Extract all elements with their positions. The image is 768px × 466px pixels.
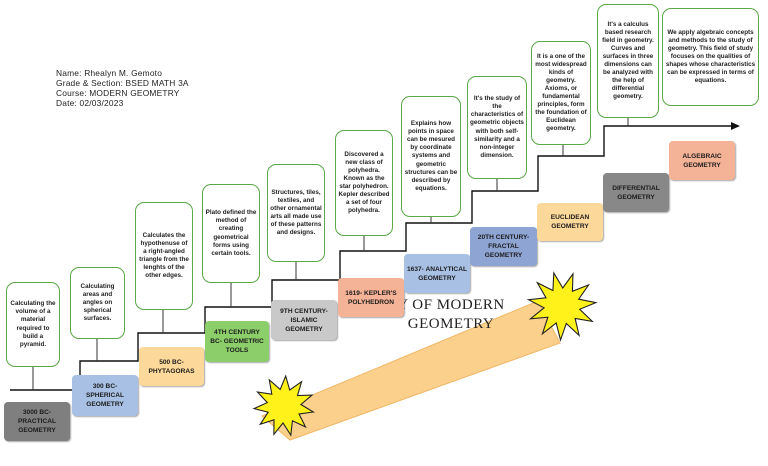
- banner-title: Y OF MODERN GEOMETRY: [366, 296, 536, 334]
- description-text: It's the study of the characteristics of…: [470, 95, 524, 159]
- date-text: Date: 02/03/2023: [56, 98, 124, 108]
- staircase-line: [10, 125, 732, 391]
- era-label: 20TH CENTURY- FRACTAL GEOMETRY: [477, 234, 530, 259]
- description-box-300bc: Calculating areas and angles on spherica…: [70, 267, 125, 339]
- era-label: ALGEBRAIC GEOMETRY: [682, 152, 722, 169]
- description-box-differential: It's a calculus based research field in …: [597, 4, 659, 118]
- connector-lines: [32, 118, 629, 390]
- starburst-shape: [252, 374, 316, 437]
- era-box-1637: 1637- ANALYTICAL GEOMETRY: [404, 254, 470, 293]
- description-box-500bc: Calculates the hypothenuse of a right-an…: [135, 202, 193, 310]
- era-label: 500 BC- PHYTAGORAS: [148, 358, 195, 375]
- description-box-4th-century: Plato defined the method of creating geo…: [202, 184, 260, 283]
- banner-title-line1: Y OF MODERN: [397, 297, 505, 313]
- era-label: 4TH CENTURY BC- GEOMETRIC TOOLS: [210, 329, 264, 354]
- era-box-300bc: 300 BC- SPHERICAL GEOMETRY: [72, 375, 138, 416]
- era-label: 1619- KEPLER'S POLYHEDRON: [345, 289, 397, 306]
- description-text: We apply algebraic concepts and methods …: [665, 28, 756, 85]
- description-text: Calculates the hypothenuse of a right-an…: [139, 231, 189, 280]
- description-text: Calculating the volume of a material req…: [10, 300, 56, 348]
- description-text: It is a one of the most widespread kinds…: [535, 52, 587, 133]
- description-box-1637: Explains how points in space can be mesu…: [401, 96, 461, 217]
- description-box-3000bc: Calculating the volume of a material req…: [6, 282, 60, 367]
- description-text: Plato defined the method of creating geo…: [205, 209, 257, 257]
- description-text: Structures, tiles, textiles, and other o…: [270, 188, 322, 237]
- era-box-4th-century: 4TH CENTURY BC- GEOMETRIC TOOLS: [205, 321, 269, 362]
- starburst-right: [526, 271, 598, 342]
- starburst-left: [252, 374, 316, 437]
- course-name: Course: MODERN GEOMETRY: [56, 88, 180, 98]
- era-box-1619: 1619- KEPLER'S POLYHEDRON: [338, 278, 404, 317]
- era-label: DIFFERENTIAL GEOMETRY: [612, 184, 660, 201]
- description-box-20th-century: It's the study of the characteristics of…: [467, 76, 527, 179]
- era-box-9th-century: 9TH CENTURY- ISLAMIC GEOMETRY: [271, 300, 337, 340]
- staircase-arrowhead: [731, 122, 740, 130]
- description-box-9th-century: Structures, tiles, textiles, and other o…: [267, 164, 325, 262]
- era-label: 1637- ANALYTICAL GEOMETRY: [407, 265, 467, 282]
- description-box-euclidean: It is a one of the most widespread kinds…: [531, 41, 591, 145]
- era-box-3000bc: 3000 BC- PRACTICAL GEOMETRY: [4, 402, 70, 441]
- era-box-euclidean: EUCLIDEAN GEOMETRY: [537, 203, 603, 241]
- student-name: Name: Rhealyn M. Gemoto: [56, 68, 163, 78]
- era-label: 300 BC- SPHERICAL GEOMETRY: [85, 383, 125, 408]
- grade-section: Grade & Section: BSED MATH 3A: [56, 78, 189, 88]
- description-box-algebraic: We apply algebraic concepts and methods …: [662, 8, 759, 106]
- starburst-shape: [526, 271, 598, 342]
- description-text: Explains how points in space can be mesu…: [404, 120, 458, 192]
- banner-ribbon: [261, 300, 561, 441]
- era-label: 3000 BC- PRACTICAL GEOMETRY: [17, 409, 57, 434]
- era-label: EUCLIDEAN GEOMETRY: [550, 214, 590, 230]
- era-box-500bc: 500 BC- PHYTAGORAS: [139, 347, 204, 386]
- era-box-20th-century: 20TH CENTURY- FRACTAL GEOMETRY: [470, 227, 537, 266]
- description-box-1619: Discovered a new class of polyhedra. Kno…: [335, 130, 393, 236]
- era-box-algebraic: ALGEBRAIC GEOMETRY: [669, 141, 735, 180]
- student-info: Name: Rhealyn M. Gemoto Grade & Section:…: [56, 68, 189, 108]
- era-box-differential: DIFFERENTIAL GEOMETRY: [603, 173, 669, 212]
- era-label: 9TH CENTURY- ISLAMIC GEOMETRY: [280, 307, 328, 333]
- description-text: It's a calculus based research field in …: [602, 20, 654, 101]
- banner-ribbon-shape: [261, 300, 561, 441]
- banner-title-line2: GEOMETRY: [407, 316, 495, 332]
- description-text: Discovered a new class of polyhedra. Kno…: [338, 150, 390, 215]
- description-text: Calculating areas and angles on spherica…: [80, 282, 115, 323]
